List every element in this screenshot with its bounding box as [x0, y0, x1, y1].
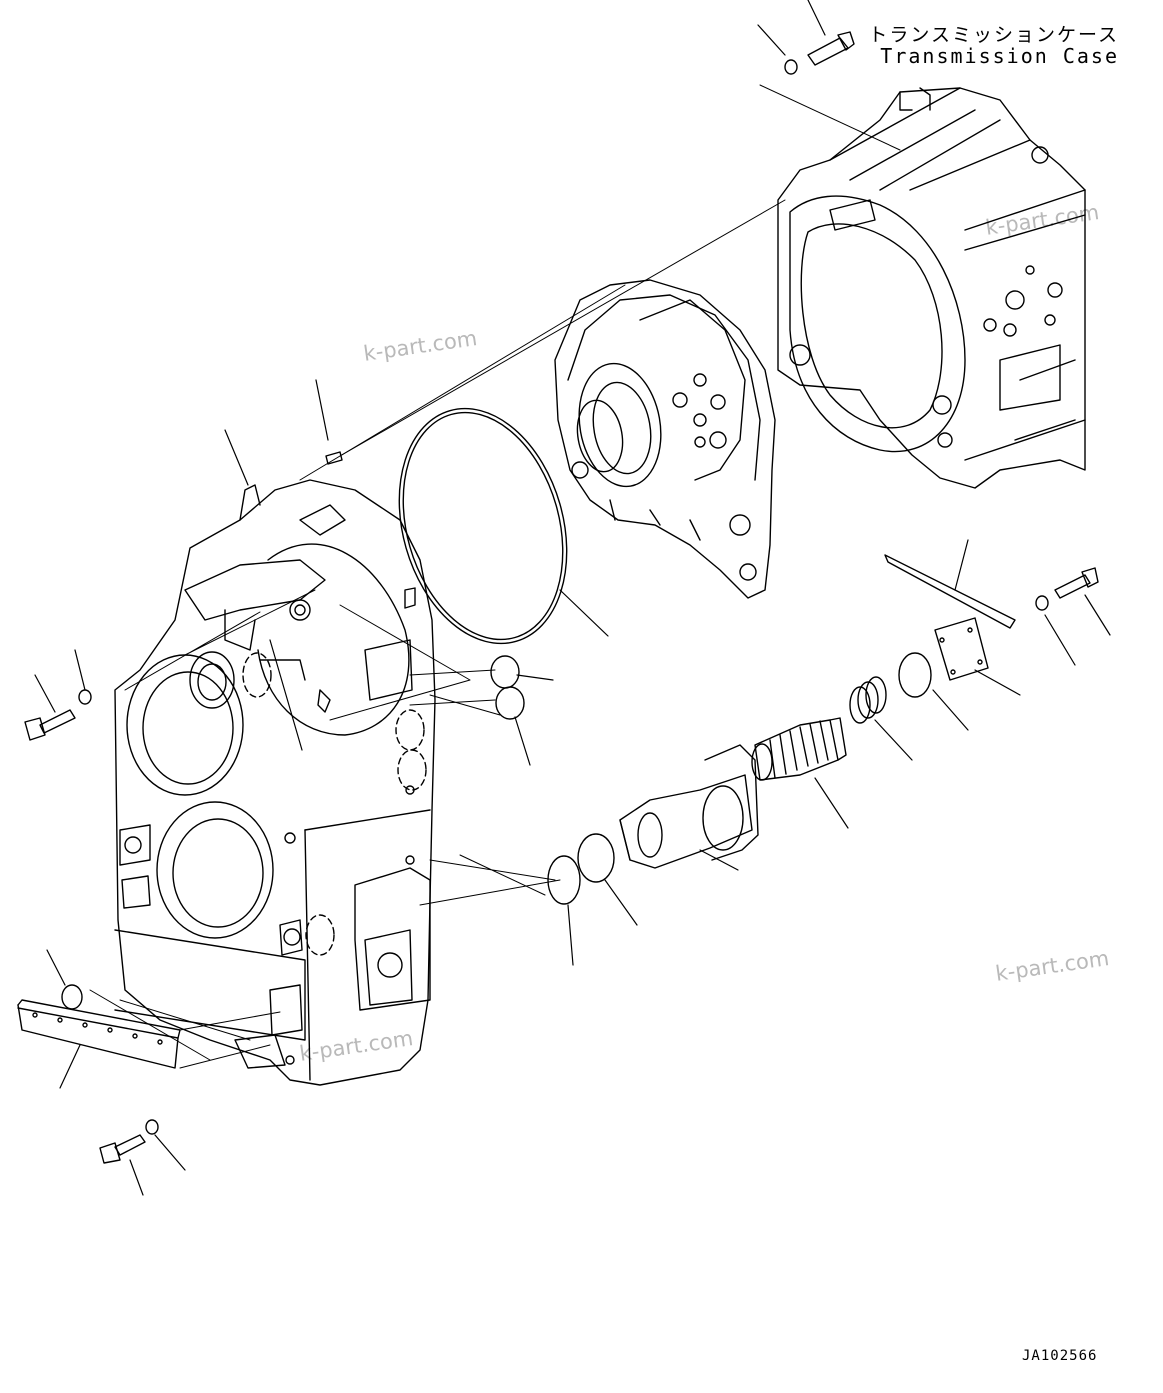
callout-leaders [35, 0, 1110, 1195]
transmission-case-part [778, 88, 1085, 488]
intermediate-plate-part [555, 280, 775, 598]
spring-part [850, 677, 886, 723]
cover-gasket-part [899, 653, 931, 697]
o-ring-left-part [62, 985, 82, 1009]
bolt-top-part [808, 32, 854, 65]
drawing-id: JA102566 [1022, 1348, 1098, 1364]
breather-sleeve-part [620, 745, 758, 868]
o-ring-lower-left-part [548, 856, 580, 904]
diagram-title-japanese: トランスミッションケース [868, 24, 1119, 46]
dowel-pin-part [326, 452, 342, 464]
bolt-right-part [1055, 568, 1098, 598]
o-ring-lower-right-part [578, 834, 614, 882]
o-ring-upper-part [491, 656, 519, 688]
washer-right-part [1036, 596, 1048, 610]
lower-plate-part [18, 1000, 180, 1068]
diagram-title-english: Transmission Case [880, 44, 1119, 68]
bolt-left-part [25, 710, 75, 740]
cover-plate-part [935, 618, 988, 680]
washer-bottom-part [146, 1120, 158, 1134]
bracket-strip-part [885, 555, 1015, 628]
front-housing-part [115, 480, 435, 1085]
washer-top-part [785, 60, 797, 74]
o-ring-middle-part [496, 687, 524, 719]
assembly-lines [90, 85, 900, 1068]
bolt-bottom-part [100, 1135, 145, 1163]
washer-left-part [79, 690, 91, 704]
strainer-element-part [752, 718, 846, 780]
o-ring-gasket-part [373, 389, 593, 664]
